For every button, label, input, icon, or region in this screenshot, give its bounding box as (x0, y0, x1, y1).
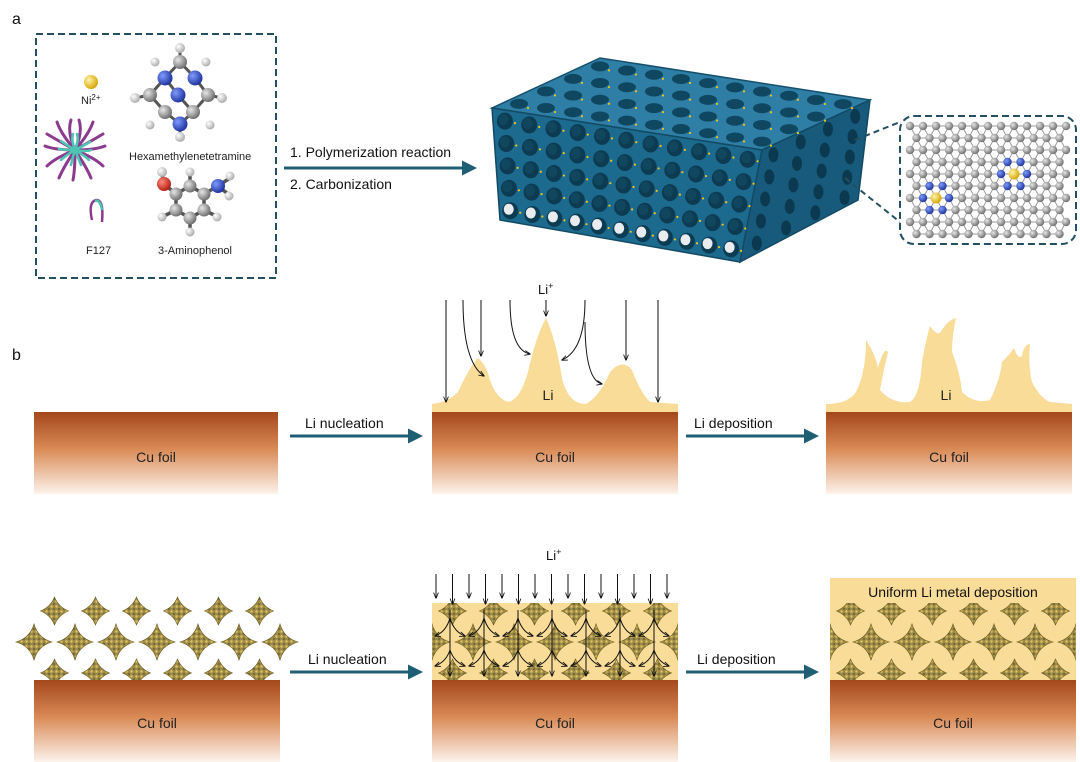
nickel-ion-label: Ni2+ (81, 93, 101, 107)
ninc-particles-2 (432, 603, 678, 681)
uniform-deposition-label: Uniform Li metal deposition (868, 584, 1038, 600)
aminophenol-molecule-icon (157, 167, 235, 237)
cu-foil-6 (830, 680, 1076, 762)
li-label-1: Li (543, 387, 554, 403)
f127-label: F127 (86, 245, 111, 257)
hexamethylenetetramine-molecule-icon (130, 43, 227, 142)
ninc-particles-1 (14, 596, 300, 688)
cu-foil-2 (432, 412, 678, 494)
panel-a-label: a (12, 11, 21, 28)
li-label-2: Li (941, 387, 952, 403)
li-ion-label-2: Li+ (546, 547, 561, 563)
li-dendrite-nuclei (432, 318, 678, 412)
cu-foil-label-3: Cu foil (929, 449, 969, 465)
li-ion-flux-arrows-2 (435, 574, 669, 676)
li-dendrites-grown (826, 318, 1072, 412)
step-carbonization: 2. Carbonization (290, 176, 392, 192)
porous-carbon-framework-icon (489, 57, 873, 264)
deposition-label-2: Li deposition (697, 651, 776, 667)
zoom-line-top (854, 121, 901, 141)
zoom-line-bottom (844, 177, 901, 223)
nickel-ion-icon (84, 75, 98, 89)
cu-foil-label-2: Cu foil (535, 449, 575, 465)
aminophenol-label: 3-Aminophenol (158, 245, 232, 257)
li-ion-flux-arrows-1 (446, 299, 658, 402)
bare-cu-foil-1 (34, 412, 278, 494)
ninc-particles-3 (830, 603, 1076, 681)
cu-foil-label-1: Cu foil (136, 449, 176, 465)
li-ion-label-1: Li+ (538, 281, 553, 297)
cu-foil-label-6: Cu foil (933, 715, 973, 731)
nucleation-label-2: Li nucleation (308, 651, 387, 667)
cu-foil-label-4: Cu foil (137, 715, 177, 731)
deposition-label-1: Li deposition (694, 415, 773, 431)
hmt-label: Hexamethylenetetramine (129, 151, 251, 163)
cu-foil-3 (826, 412, 1072, 494)
step-polymerization: 1. Polymerization reaction (290, 144, 451, 160)
cu-foil-label-5: Cu foil (535, 715, 575, 731)
nucleation-label-1: Li nucleation (305, 415, 384, 431)
panel-b-label: b (12, 347, 21, 364)
f127-strand-core (94, 199, 104, 211)
ni-n4-lattice-icon (905, 121, 1071, 239)
f127-micelle-icon (43, 118, 107, 182)
cu-foil-5 (432, 680, 678, 762)
cu-foil-4 (34, 680, 280, 762)
